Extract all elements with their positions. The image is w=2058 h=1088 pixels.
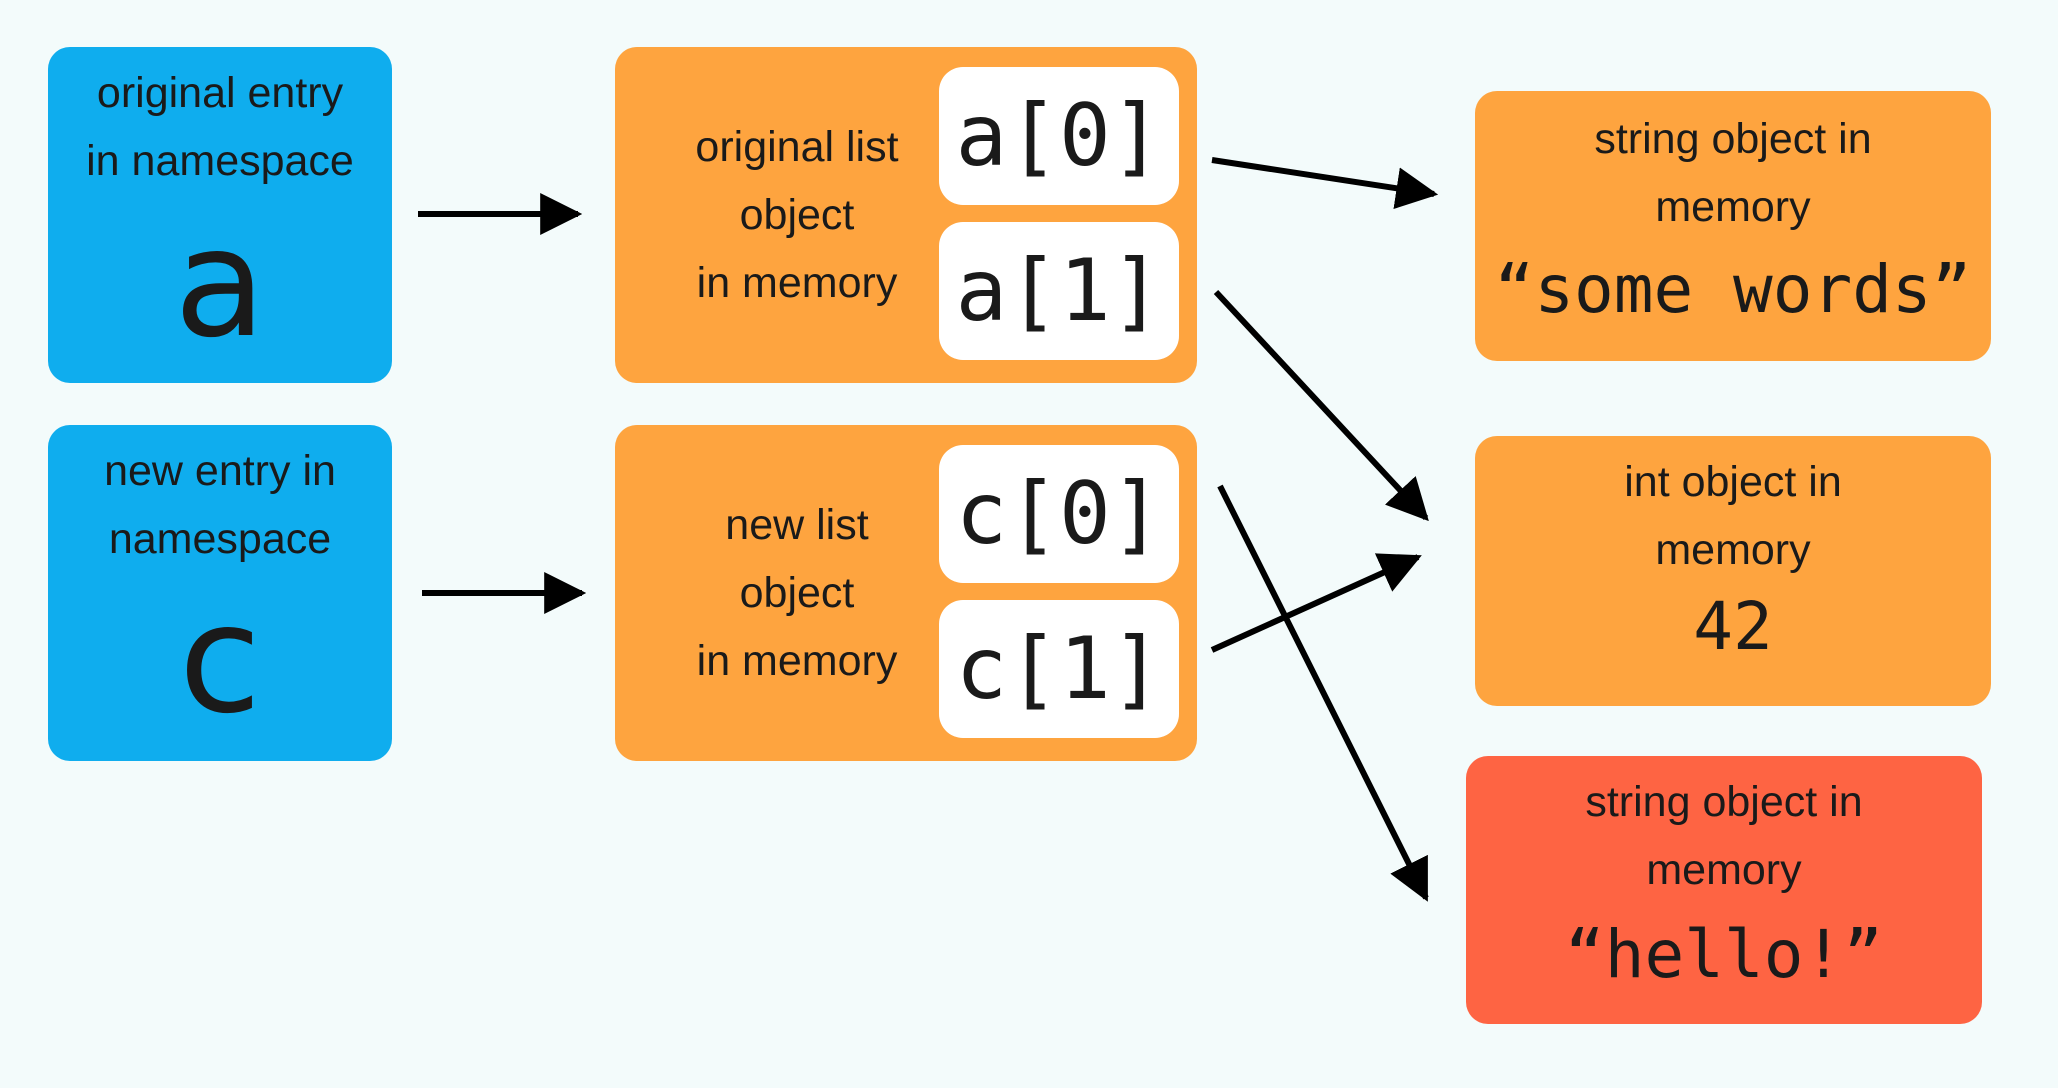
string-object-label: string object in memory [1594,115,1872,231]
list-slot-a1: a[1] [939,222,1179,360]
int-object-label: int object in memory [1624,458,1842,574]
list-object-c-label: new list object in memory [696,501,898,685]
hello-object-label: string object in memory [1585,778,1863,894]
namespace-entry-c-name: c [178,573,262,747]
namespace-entry-a-label: original entry in namespace [86,69,354,185]
list-slot-c1: c[1] [939,600,1179,738]
namespace-entry-a: original entry in namespace a [48,47,392,383]
int-object-value: 42 [1693,588,1773,665]
arrow-a1-to-int-object [1213,289,1429,522]
list-slot-a0: a[0] [939,67,1179,205]
arrow-c0-to-hello-object [1217,484,1429,902]
list-slot-c0: c[0] [939,445,1179,583]
hello-object-value: “hello!” [1565,916,1883,993]
list-object-a-label: original list object in memory [695,123,899,307]
arrow-c1-to-int-object [1210,553,1422,653]
list-object-a: original list object in memory a[0] a[1] [615,47,1197,383]
string-object: string object in memory “some words” [1475,91,1991,361]
namespace-entry-c-label: new entry in namespace [104,447,336,563]
namespace-entry-a-name: a [174,197,266,371]
arrow-a0-to-string-object [1211,157,1439,210]
string-object-value: “some words” [1494,251,1972,328]
hello-object: string object in memory “hello!” [1466,756,1982,1024]
int-object: int object in memory 42 [1475,436,1991,706]
list-object-c: new list object in memory c[0] c[1] [615,425,1197,761]
namespace-entry-c: new entry in namespace c [48,425,392,761]
